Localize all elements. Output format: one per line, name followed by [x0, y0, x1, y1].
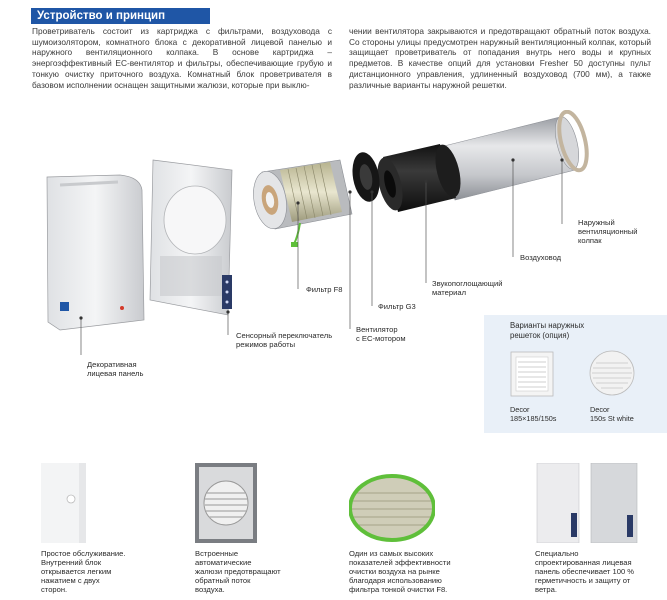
feature-photo-f8-filter	[349, 474, 435, 542]
label-filter-f8: Фильтр F8	[306, 285, 343, 294]
caption-line: спроектированная лицевая	[535, 558, 632, 567]
label-line: с ЕС-мотором	[356, 334, 406, 344]
grille-round-image	[589, 350, 635, 396]
intro-text-left: Проветриватель состоит из картриджа с фи…	[32, 26, 332, 90]
label-outer-hood: Наружный вентиляционный колпак	[578, 218, 638, 246]
variant-detail: 150s St white	[590, 414, 634, 423]
filter-g3-ring	[352, 152, 380, 202]
label-duct: Воздуховод	[520, 253, 562, 262]
label-sound-absorbing: Звукопоглощающий материал	[432, 279, 502, 297]
label-line: лицевая панель	[87, 369, 144, 379]
caption-line: герметичность и защиту от	[535, 576, 631, 585]
feature-caption-4: Специально спроектированная лицевая пане…	[535, 549, 655, 594]
label-line: Наружный	[578, 218, 615, 227]
caption-line: автоматические	[195, 558, 252, 567]
caption-line: показателей эффективности	[349, 558, 451, 567]
caption-line: ветра.	[535, 585, 557, 594]
label-line: Вентилятор	[356, 325, 398, 334]
caption-line: обратный поток	[195, 576, 251, 585]
label-filter-g3: Фильтр G3	[378, 302, 416, 311]
caption-line: Встроенные	[195, 549, 239, 558]
variant-square-label: Decor 185×185/150s	[510, 405, 556, 423]
intro-text-right: чении вентилятора закрываются и предотвр…	[349, 26, 651, 90]
label-line: колпак	[578, 236, 602, 246]
grille-variants-box: Варианты наружных решеток (опция) Decor …	[484, 315, 667, 433]
label-line: Звукопоглощающий	[432, 279, 503, 288]
variant-round-label: Decor 150s St white	[590, 405, 634, 423]
label-line: материал	[432, 288, 467, 298]
variants-title: Варианты наружных решеток (опция)	[510, 321, 584, 340]
label-line: Декоративная	[87, 360, 137, 369]
caption-line: Специально	[535, 549, 579, 558]
caption-line: Простое обслуживание.	[41, 549, 126, 558]
variant-detail: 185×185/150s	[510, 414, 557, 423]
feature-photo-panel-edge	[41, 463, 86, 543]
room-block-frame	[149, 159, 233, 316]
label-line: вентиляционный	[578, 227, 638, 237]
feature-caption-2: Встроенные автоматические жалюзи предотв…	[195, 549, 305, 594]
decorative-front-panel	[46, 174, 145, 331]
duct-tube	[439, 110, 589, 201]
caption-line: благодаря использованию	[349, 576, 442, 585]
sound-absorbing-foam	[377, 144, 461, 212]
label-touch-switch: Сенсорный переключатель режимов работы	[236, 331, 332, 349]
caption-line: панель обеспечивает 100 %	[535, 567, 635, 576]
exploded-view-illustration	[46, 110, 589, 355]
variants-title-line: решеток (опция)	[510, 330, 570, 340]
caption-line: воздуха.	[195, 585, 225, 594]
feature-photo-front-panels	[536, 463, 638, 543]
caption-line: открывается легким	[41, 567, 112, 576]
caption-line: фильтра тонкой очистки F8.	[349, 585, 448, 594]
label-decor-panel: Декоративная лицевая панель	[87, 360, 143, 378]
caption-line: очистки воздуха на рынке	[349, 567, 440, 576]
caption-line: Один из самых высоких	[349, 549, 434, 558]
variant-name: Decor	[590, 405, 610, 414]
filter-cartridge	[253, 159, 353, 247]
caption-line: нажатием с двух	[41, 576, 100, 585]
feature-photo-shutter	[195, 463, 257, 543]
label-fan: Вентилятор с ЕС-мотором	[356, 325, 406, 343]
label-line: Сенсорный переключатель	[236, 331, 333, 340]
feature-caption-3: Один из самых высоких показателей эффект…	[349, 549, 469, 594]
variant-name: Decor	[510, 405, 530, 414]
caption-line: жалюзи предотвращают	[195, 567, 281, 576]
section-title: Устройство и принцип работы	[31, 8, 210, 38]
grille-square-image	[510, 351, 554, 397]
feature-caption-1: Простое обслуживание. Внутренний блок от…	[41, 549, 151, 594]
caption-line: Внутренний блок	[41, 558, 102, 567]
label-line: режимов работы	[236, 340, 296, 350]
caption-line: сторон.	[41, 585, 68, 594]
variants-title-line: Варианты наружных	[510, 321, 585, 330]
